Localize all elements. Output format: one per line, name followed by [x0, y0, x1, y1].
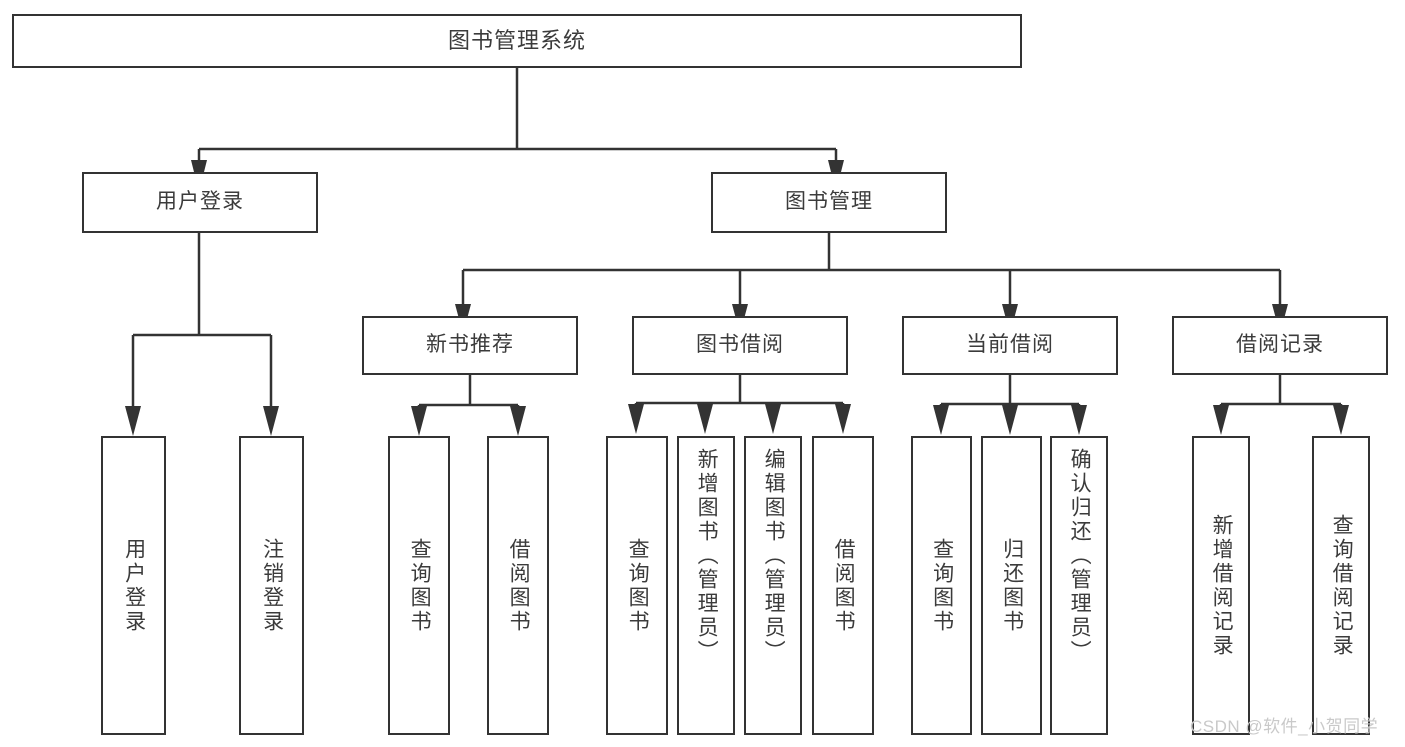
leaf-bo-borrow-book-label: 借阅图书 — [832, 537, 856, 634]
node-current-borrow-label: 当前借阅 — [966, 333, 1054, 357]
leaf-bo-query-book-label: 查询图书 — [626, 537, 650, 634]
node-new-book-recommend[interactable]: 新书推荐 — [362, 316, 578, 375]
node-book-management[interactable]: 图书管理 — [711, 172, 947, 233]
leaf-re-add-record-label: 新增借阅记录 — [1210, 513, 1234, 658]
leaf-re-add-record[interactable]: 新增借阅记录 — [1192, 436, 1250, 735]
leaf-cu-query-book[interactable]: 查询图书 — [911, 436, 972, 735]
leaf-bo-query-book[interactable]: 查询图书 — [606, 436, 668, 735]
leaf-nb-query-book[interactable]: 查询图书 — [388, 436, 450, 735]
leaf-user-login-label: 用户登录 — [122, 537, 146, 634]
leaf-cu-confirm-return[interactable]: 确认归还（管理员） — [1050, 436, 1108, 735]
arrowheads — [125, 160, 1349, 436]
node-root-label: 图书管理系统 — [447, 28, 586, 54]
leaf-cu-confirm-return-label: 确认归还（管理员） — [1068, 448, 1092, 664]
leaf-logout-label: 注销登录 — [260, 537, 284, 634]
leaf-cu-return-book[interactable]: 归还图书 — [981, 436, 1042, 735]
leaf-logout[interactable]: 注销登录 — [239, 436, 304, 735]
watermark-text: CSDN @软件_小贺同学 — [1190, 717, 1379, 736]
leaf-bo-edit-book[interactable]: 编辑图书（管理员） — [744, 436, 802, 735]
node-new-book-recommend-label: 新书推荐 — [426, 333, 514, 357]
node-user-login[interactable]: 用户登录 — [82, 172, 318, 233]
leaf-re-query-record-label: 查询借阅记录 — [1330, 513, 1354, 658]
leaf-cu-return-book-label: 归还图书 — [1000, 537, 1024, 634]
leaf-user-login[interactable]: 用户登录 — [101, 436, 166, 735]
leaf-bo-edit-book-label: 编辑图书（管理员） — [762, 448, 786, 664]
node-user-login-label: 用户登录 — [156, 190, 244, 214]
node-root[interactable]: 图书管理系统 — [12, 14, 1022, 68]
leaf-cu-query-book-label: 查询图书 — [930, 537, 954, 634]
leaf-bo-borrow-book[interactable]: 借阅图书 — [812, 436, 874, 735]
node-borrow-record-label: 借阅记录 — [1236, 333, 1324, 357]
leaf-re-query-record[interactable]: 查询借阅记录 — [1312, 436, 1370, 735]
node-book-borrow[interactable]: 图书借阅 — [632, 316, 848, 375]
node-current-borrow[interactable]: 当前借阅 — [902, 316, 1118, 375]
leaf-bo-add-book[interactable]: 新增图书（管理员） — [677, 436, 735, 735]
node-borrow-record[interactable]: 借阅记录 — [1172, 316, 1388, 375]
leaf-nb-borrow-book[interactable]: 借阅图书 — [487, 436, 549, 735]
node-book-management-label: 图书管理 — [785, 190, 873, 214]
leaf-bo-add-book-label: 新增图书（管理员） — [695, 448, 719, 664]
node-book-borrow-label: 图书借阅 — [696, 333, 784, 357]
leaf-nb-query-book-label: 查询图书 — [408, 537, 432, 634]
leaf-nb-borrow-book-label: 借阅图书 — [507, 537, 531, 634]
